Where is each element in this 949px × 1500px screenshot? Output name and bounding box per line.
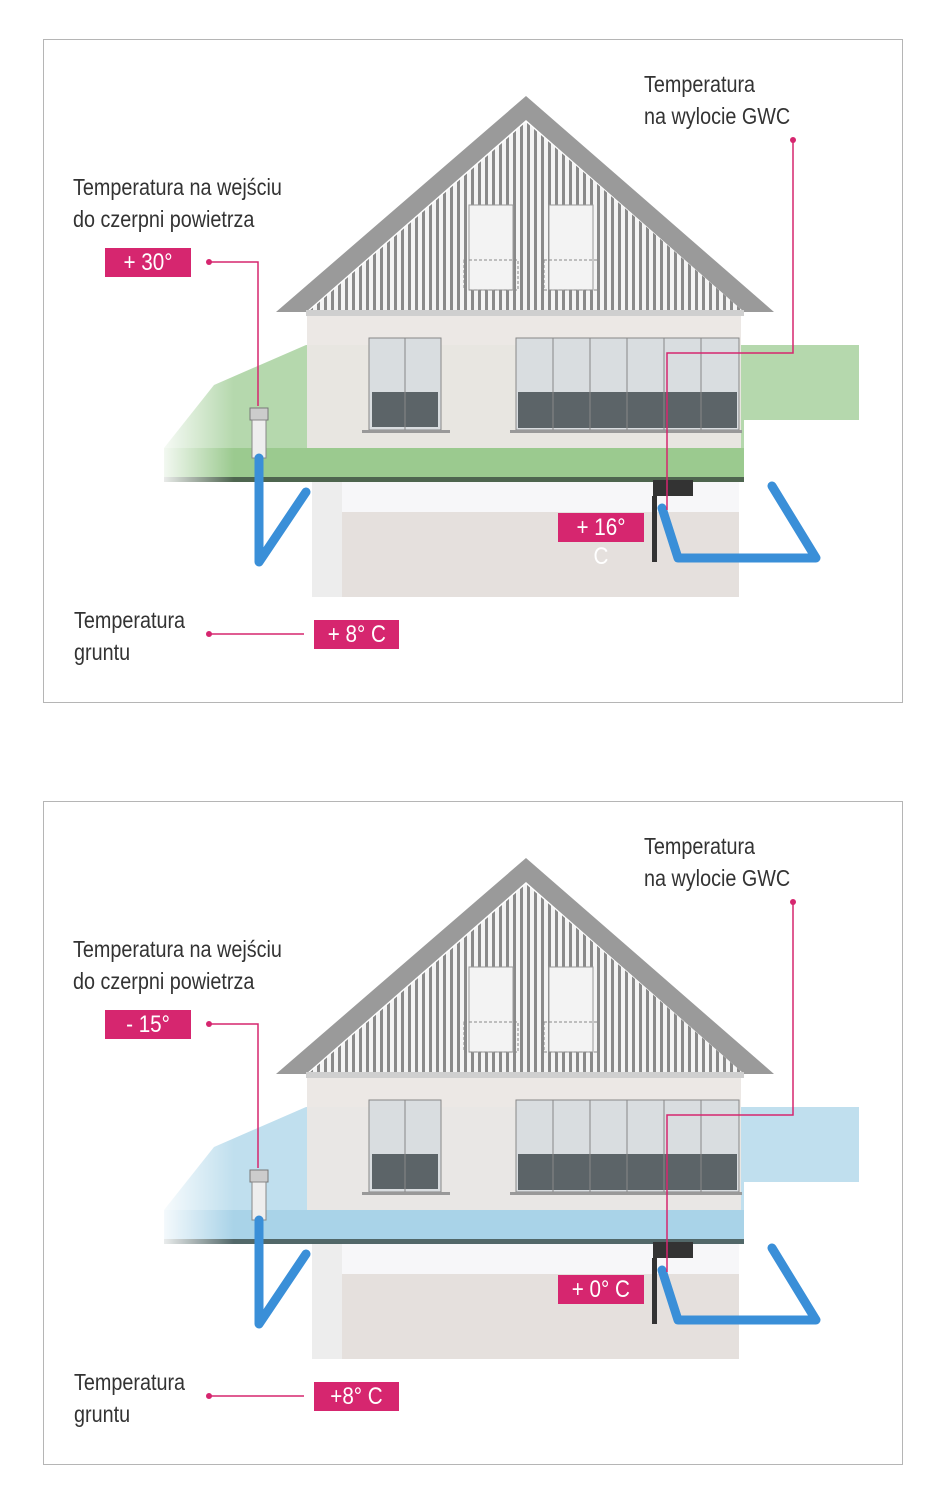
winter-panel: Temperatura na wejściu do czerpni powiet…	[43, 801, 903, 1465]
leader-lines	[209, 140, 794, 635]
ground-pipe-right	[657, 481, 821, 563]
ground-label-line2: gruntu	[74, 639, 131, 665]
roof	[276, 858, 774, 1078]
outlet-label-line1: Temperatura	[644, 833, 756, 859]
outlet-temp-badge: + 0° C	[558, 1275, 644, 1304]
basement-side-wall	[312, 480, 342, 597]
house-illustration	[154, 96, 859, 637]
leader-lines	[209, 902, 794, 1397]
shaft	[653, 1242, 693, 1258]
ground-label-line1: Temperatura	[74, 1369, 186, 1395]
window-left	[362, 1099, 450, 1195]
outlet-label-line1: Temperatura	[644, 71, 756, 97]
window-left	[362, 337, 450, 433]
air-intake	[249, 407, 269, 459]
house-illustration	[154, 858, 859, 1399]
ground-temp-badge: + 8° C	[314, 620, 399, 649]
outlet-temp-badge: + 16° C	[558, 513, 644, 570]
ground-pipe-left	[254, 453, 311, 567]
intake-label-line1: Temperatura na wejściu	[73, 174, 282, 200]
intake-label-line2: do czerpni powietrza	[73, 968, 255, 994]
roof	[276, 96, 774, 316]
basement-side-wall	[312, 1242, 342, 1359]
ground-label-line1: Temperatura	[74, 607, 186, 633]
ground-pipe-right	[657, 1243, 821, 1325]
intake-label-line1: Temperatura na wejściu	[73, 936, 282, 962]
ground-label-line2: gruntu	[74, 1401, 131, 1427]
intake-temp-badge: - 15° C	[105, 1010, 191, 1067]
outlet-label-line2: na wylocie GWC	[644, 865, 791, 891]
outlet-label-line2: na wylocie GWC	[644, 103, 791, 129]
summer-panel: Temperatura na wejściu do czerpni powiet…	[43, 39, 903, 703]
air-intake	[249, 1169, 269, 1221]
intake-label-line2: do czerpni powietrza	[73, 206, 255, 232]
shaft	[653, 480, 693, 496]
intake-temp-badge: + 30° C	[105, 248, 191, 305]
ground-pipe-left	[254, 1215, 311, 1329]
ground-temp-badge: +8° C	[314, 1382, 399, 1411]
